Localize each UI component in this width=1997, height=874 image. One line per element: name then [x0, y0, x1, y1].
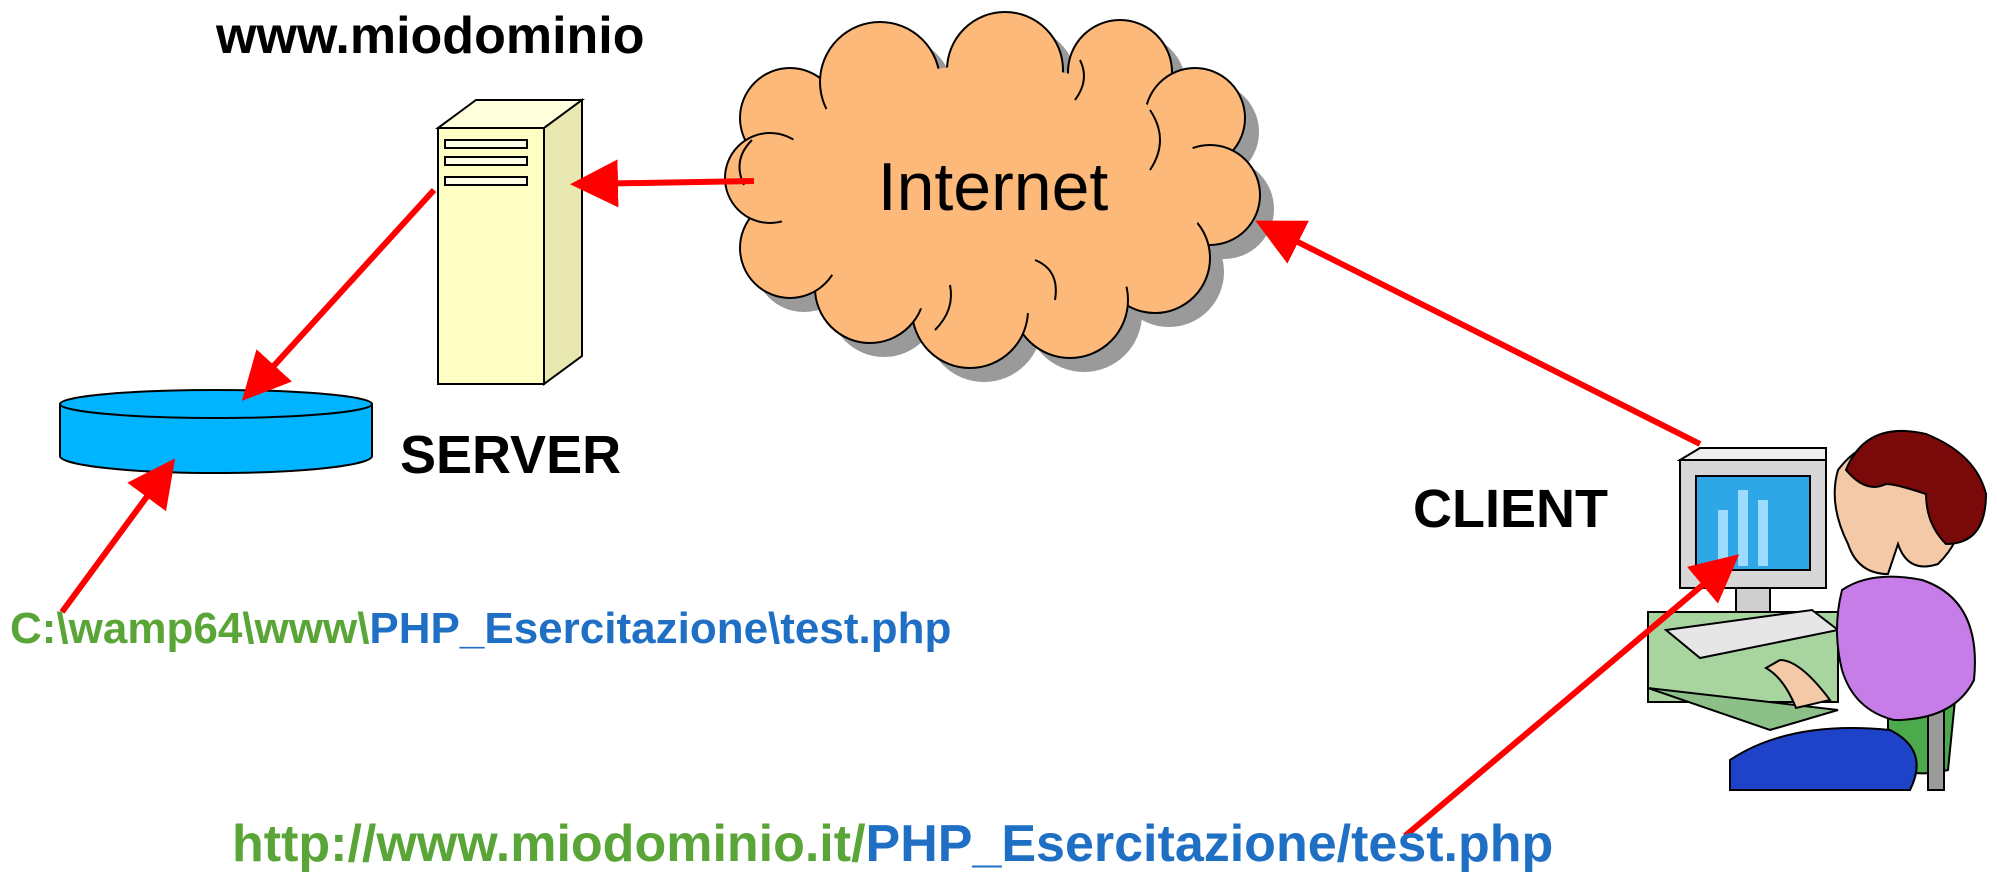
arrows	[59, 159, 1740, 836]
arrow-cloud-to-server	[570, 159, 755, 208]
domain-label: www.miodominio	[216, 7, 645, 65]
client-label: CLIENT	[1413, 479, 1608, 539]
request-url: http://www.miodominio.it/PHP_Esercitazio…	[232, 814, 1553, 874]
cloud-label: Internet	[878, 149, 1109, 225]
internet-cloud-icon: Internet	[724, 11, 1274, 382]
url-prefix: http://www.miodominio.it/	[232, 815, 866, 873]
arrow-server-to-disk	[241, 187, 437, 401]
network-diagram: Internet	[59, 11, 1988, 836]
client-user-computer-icon	[1647, 430, 1988, 791]
server-tower-icon	[434, 98, 586, 386]
local-path-suffix: PHP_Esercitazione\test.php	[369, 604, 952, 653]
arrow-path-to-disk	[59, 458, 176, 614]
url-suffix: PHP_Esercitazione/test.php	[865, 815, 1554, 873]
local-file-path: C:\wamp64\www\PHP_Esercitazione\test.php	[10, 604, 951, 654]
arrow-client-to-cloud	[1255, 220, 1702, 447]
server-label: SERVER	[400, 425, 622, 485]
arrow-url-to-client	[1403, 554, 1740, 836]
local-path-prefix: C:\wamp64\www\	[10, 604, 370, 653]
database-disk-icon	[59, 389, 373, 474]
